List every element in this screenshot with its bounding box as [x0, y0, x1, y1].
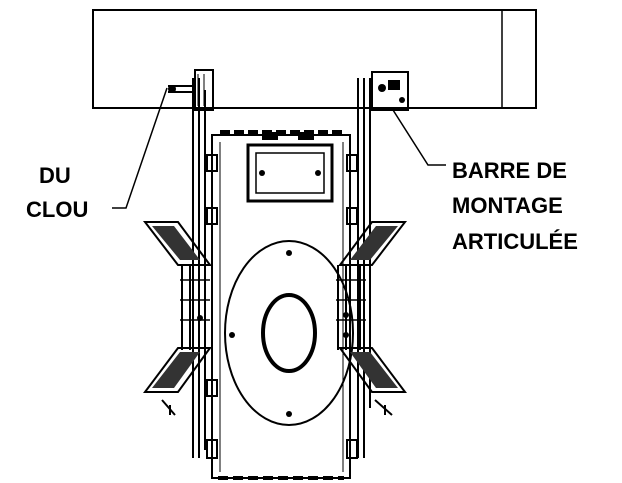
- junction-box: [246, 132, 334, 203]
- right-callout-line-1: BARRE DE: [452, 158, 567, 183]
- mounting-plate: [211, 130, 351, 480]
- hanger-rail-left: [192, 78, 206, 458]
- right-callout-line-3: ARTICULÉE: [452, 229, 578, 254]
- aperture-ring: [224, 240, 354, 426]
- right-callout-line-2: MONTAGE: [452, 193, 563, 218]
- spring-bracket-left: [142, 221, 212, 416]
- left-callout-line-2: CLOU: [26, 197, 88, 222]
- leader-lines: [112, 87, 446, 209]
- spring-bracket-right: [336, 221, 408, 416]
- edge-clips: [206, 154, 358, 459]
- ceiling-joist: [92, 9, 537, 109]
- nail-bracket-right: [371, 71, 409, 111]
- nail-bracket-left: [168, 69, 214, 111]
- left-callout-line-1: DU: [39, 163, 71, 188]
